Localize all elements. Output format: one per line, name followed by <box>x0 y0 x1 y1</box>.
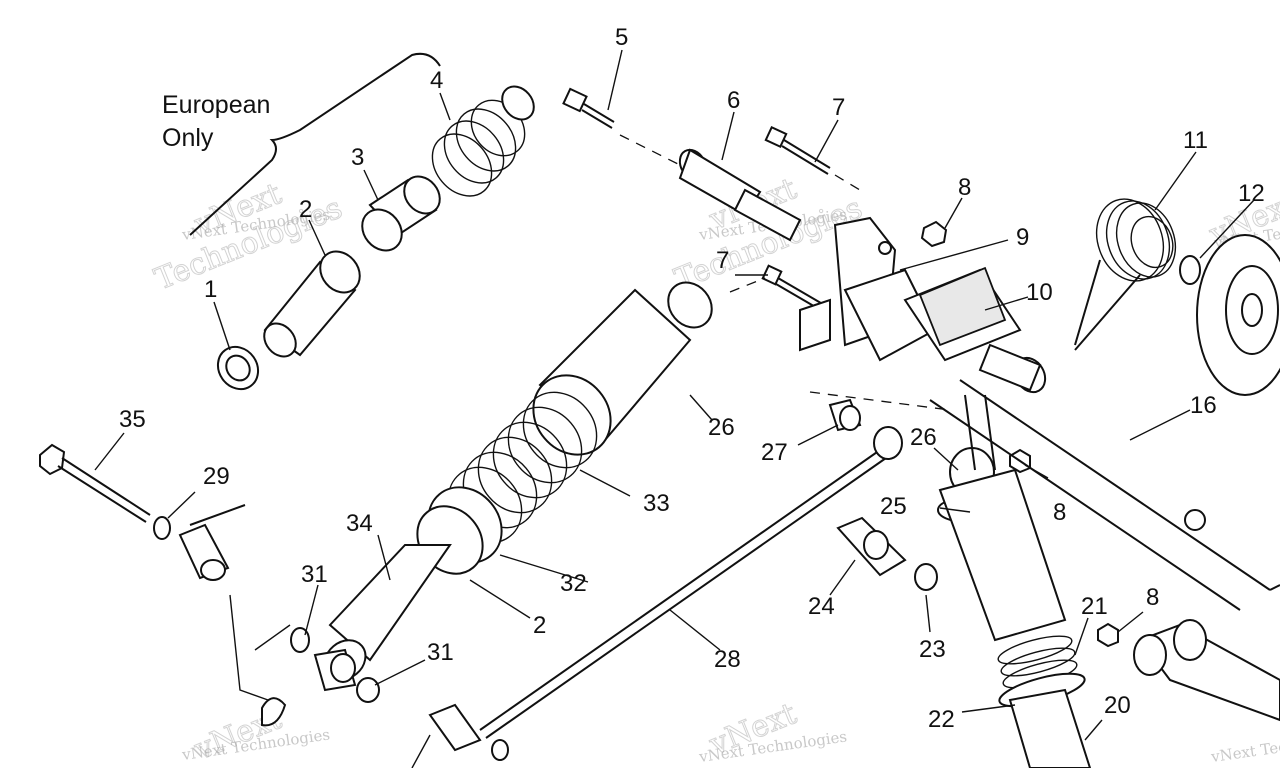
callout-1: 1 <box>204 276 217 303</box>
callout-2: 2 <box>533 612 546 639</box>
nut-8-lower <box>1097 622 1119 648</box>
bolt-7-lower <box>729 264 827 313</box>
lower-bushing <box>313 648 357 692</box>
callout-9: 9 <box>1016 224 1029 251</box>
bolt-5 <box>562 87 681 166</box>
callout-labels: 1 2 3 4 5 6 7 7 8 8 8 9 10 11 12 16 20 2… <box>119 24 1265 733</box>
caption-line-2: Only <box>162 124 214 152</box>
callout-28: 28 <box>714 646 741 673</box>
leader-guide <box>229 594 269 701</box>
callout-2: 2 <box>299 196 312 223</box>
washer-29 <box>153 516 171 540</box>
bolt-7-upper <box>764 125 861 191</box>
bolt-35 <box>39 443 151 523</box>
callout-6: 6 <box>727 87 740 114</box>
rear-shock <box>937 394 1092 768</box>
washer-31-lower <box>356 677 380 703</box>
idler-wheel <box>1196 234 1280 396</box>
leader-lines <box>94 49 1255 768</box>
bushing-27 <box>809 391 951 432</box>
nut-8-upper <box>920 220 948 248</box>
callout-34: 34 <box>346 510 373 537</box>
lower-linkage <box>1133 619 1280 722</box>
callout-8: 8 <box>1053 499 1066 526</box>
block-24 <box>836 516 907 577</box>
callout-12: 12 <box>1238 180 1265 207</box>
european-bracket <box>189 52 441 236</box>
pin-6 <box>678 148 802 242</box>
callout-20: 20 <box>1104 692 1131 719</box>
callout-31: 31 <box>301 561 328 588</box>
leader-guide <box>254 624 291 651</box>
caption-line-1: European <box>162 91 270 119</box>
european-shock-parts <box>216 85 535 391</box>
callout-32: 32 <box>560 570 587 597</box>
callout-26: 26 <box>910 424 937 451</box>
callout-5: 5 <box>615 24 628 51</box>
callout-21: 21 <box>1081 593 1108 620</box>
rail-16 <box>929 379 1280 611</box>
bushing-29 <box>178 504 246 581</box>
callout-7: 7 <box>832 94 845 121</box>
callout-26: 26 <box>708 414 735 441</box>
callout-24: 24 <box>808 593 835 620</box>
washer-31-upper <box>290 627 310 653</box>
rod-28 <box>428 426 903 761</box>
callout-10: 10 <box>1026 279 1053 306</box>
callout-3: 3 <box>351 144 364 171</box>
callout-29: 29 <box>203 463 230 490</box>
main-shock <box>323 281 713 681</box>
callout-22: 22 <box>928 706 955 733</box>
callout-11: 11 <box>1183 127 1208 154</box>
clip <box>261 697 287 727</box>
mount-bracket <box>799 216 1047 394</box>
callout-27: 27 <box>761 439 788 466</box>
callout-23: 23 <box>919 636 946 663</box>
callout-31: 31 <box>427 639 454 666</box>
washer-23 <box>914 563 938 591</box>
watermark-small: vNext Technologies <box>1209 727 1280 766</box>
callout-35: 35 <box>119 406 146 433</box>
callout-8: 8 <box>1146 584 1159 611</box>
callout-4: 4 <box>430 67 443 94</box>
callout-8: 8 <box>958 174 971 201</box>
callout-7: 7 <box>716 247 729 274</box>
callout-33: 33 <box>643 490 670 517</box>
torsion-spring-11 <box>1074 198 1177 351</box>
watermarks: vNext vNext Technologies Technologies vN… <box>149 171 1280 768</box>
washer-12 <box>1179 255 1201 285</box>
callout-16: 16 <box>1190 392 1217 419</box>
callout-25: 25 <box>880 493 907 520</box>
